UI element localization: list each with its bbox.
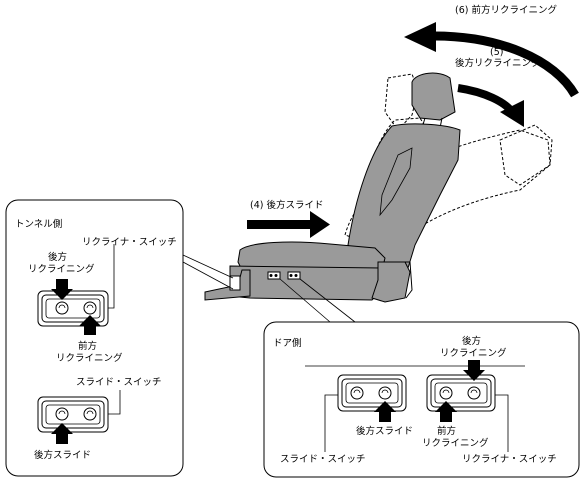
seat-back-forward-ghost bbox=[384, 73, 419, 131]
tunnel-panel-title: トンネル側 bbox=[15, 218, 62, 230]
rear-slide-label: (4) 後方スライド bbox=[250, 199, 323, 211]
tunnel-rear-slide-arrow bbox=[51, 423, 73, 444]
seat-base bbox=[229, 265, 383, 301]
tunnel-slide-switch-label: スライド・スイッチ bbox=[76, 377, 162, 388]
door-panel-title: ドア側 bbox=[273, 337, 302, 349]
forward-recline-arrow bbox=[404, 22, 579, 98]
tunnel-recliner-switch bbox=[37, 290, 109, 327]
forward-recline-label: (6) 前方リクライニング bbox=[455, 4, 557, 16]
door-fwd-recline-label-2: リクライニング bbox=[422, 437, 489, 449]
headrest bbox=[411, 72, 456, 121]
seat-back bbox=[347, 123, 461, 269]
side-panel-tunnel bbox=[204, 269, 251, 301]
seat-illustration bbox=[204, 72, 553, 303]
door-rear-slide-arrow bbox=[374, 401, 396, 422]
rear-recline-num: (5) bbox=[490, 47, 503, 58]
tunnel-fwd-recline-arrow bbox=[79, 315, 101, 335]
door-rear-slide-label: 後方スライド bbox=[356, 425, 413, 437]
door-rear-recline-arrow bbox=[463, 360, 485, 381]
tunnel-rear-recline-label-1: 後方 bbox=[48, 251, 67, 263]
tunnel-rear-recline-label-2: リクライニング bbox=[28, 263, 95, 275]
door-slide-switch-on-seat bbox=[267, 271, 281, 280]
door-recliner-switch-label: リクライナ・スイッチ bbox=[462, 454, 557, 465]
tunnel-slide-switch bbox=[37, 396, 109, 433]
door-side-panel: ドア側 後方 リクライニング 後方スライド 前 bbox=[263, 321, 580, 478]
rear-recline-arrow bbox=[457, 84, 524, 127]
door-slide-switch-label: スライド・スイッチ bbox=[280, 454, 366, 465]
door-slide-switch bbox=[337, 374, 407, 412]
rear-slide-arrow bbox=[247, 211, 330, 238]
door-fwd-recline-arrow bbox=[435, 401, 457, 422]
tunnel-fwd-recline-label-2: リクライニング bbox=[56, 352, 123, 364]
tunnel-recliner-switch-label: リクライナ・スイッチ bbox=[82, 237, 177, 248]
door-fwd-recline-label-1: 前方 bbox=[437, 425, 456, 437]
tunnel-rear-slide-label: 後方スライド bbox=[34, 449, 91, 461]
tunnel-switch-on-seat bbox=[229, 275, 241, 291]
tunnel-rear-recline-arrow bbox=[51, 279, 73, 300]
tunnel-side-panel: トンネル側 リクライナ・スイッチ 後方 リクライニング 前方 リクライニング bbox=[5, 199, 184, 477]
door-recliner-switch bbox=[426, 374, 496, 412]
tunnel-fwd-recline-label-1: 前方 bbox=[78, 340, 97, 352]
door-recline-switch-on-seat bbox=[287, 271, 301, 280]
seat-rear-leg bbox=[371, 261, 411, 303]
door-rear-recline-label-1: 後方 bbox=[462, 335, 481, 347]
door-rear-recline-label-2: リクライニング bbox=[440, 347, 507, 359]
headrest-rear-ghost bbox=[499, 124, 553, 186]
rear-recline-label: 後方リクライニング bbox=[455, 57, 541, 69]
